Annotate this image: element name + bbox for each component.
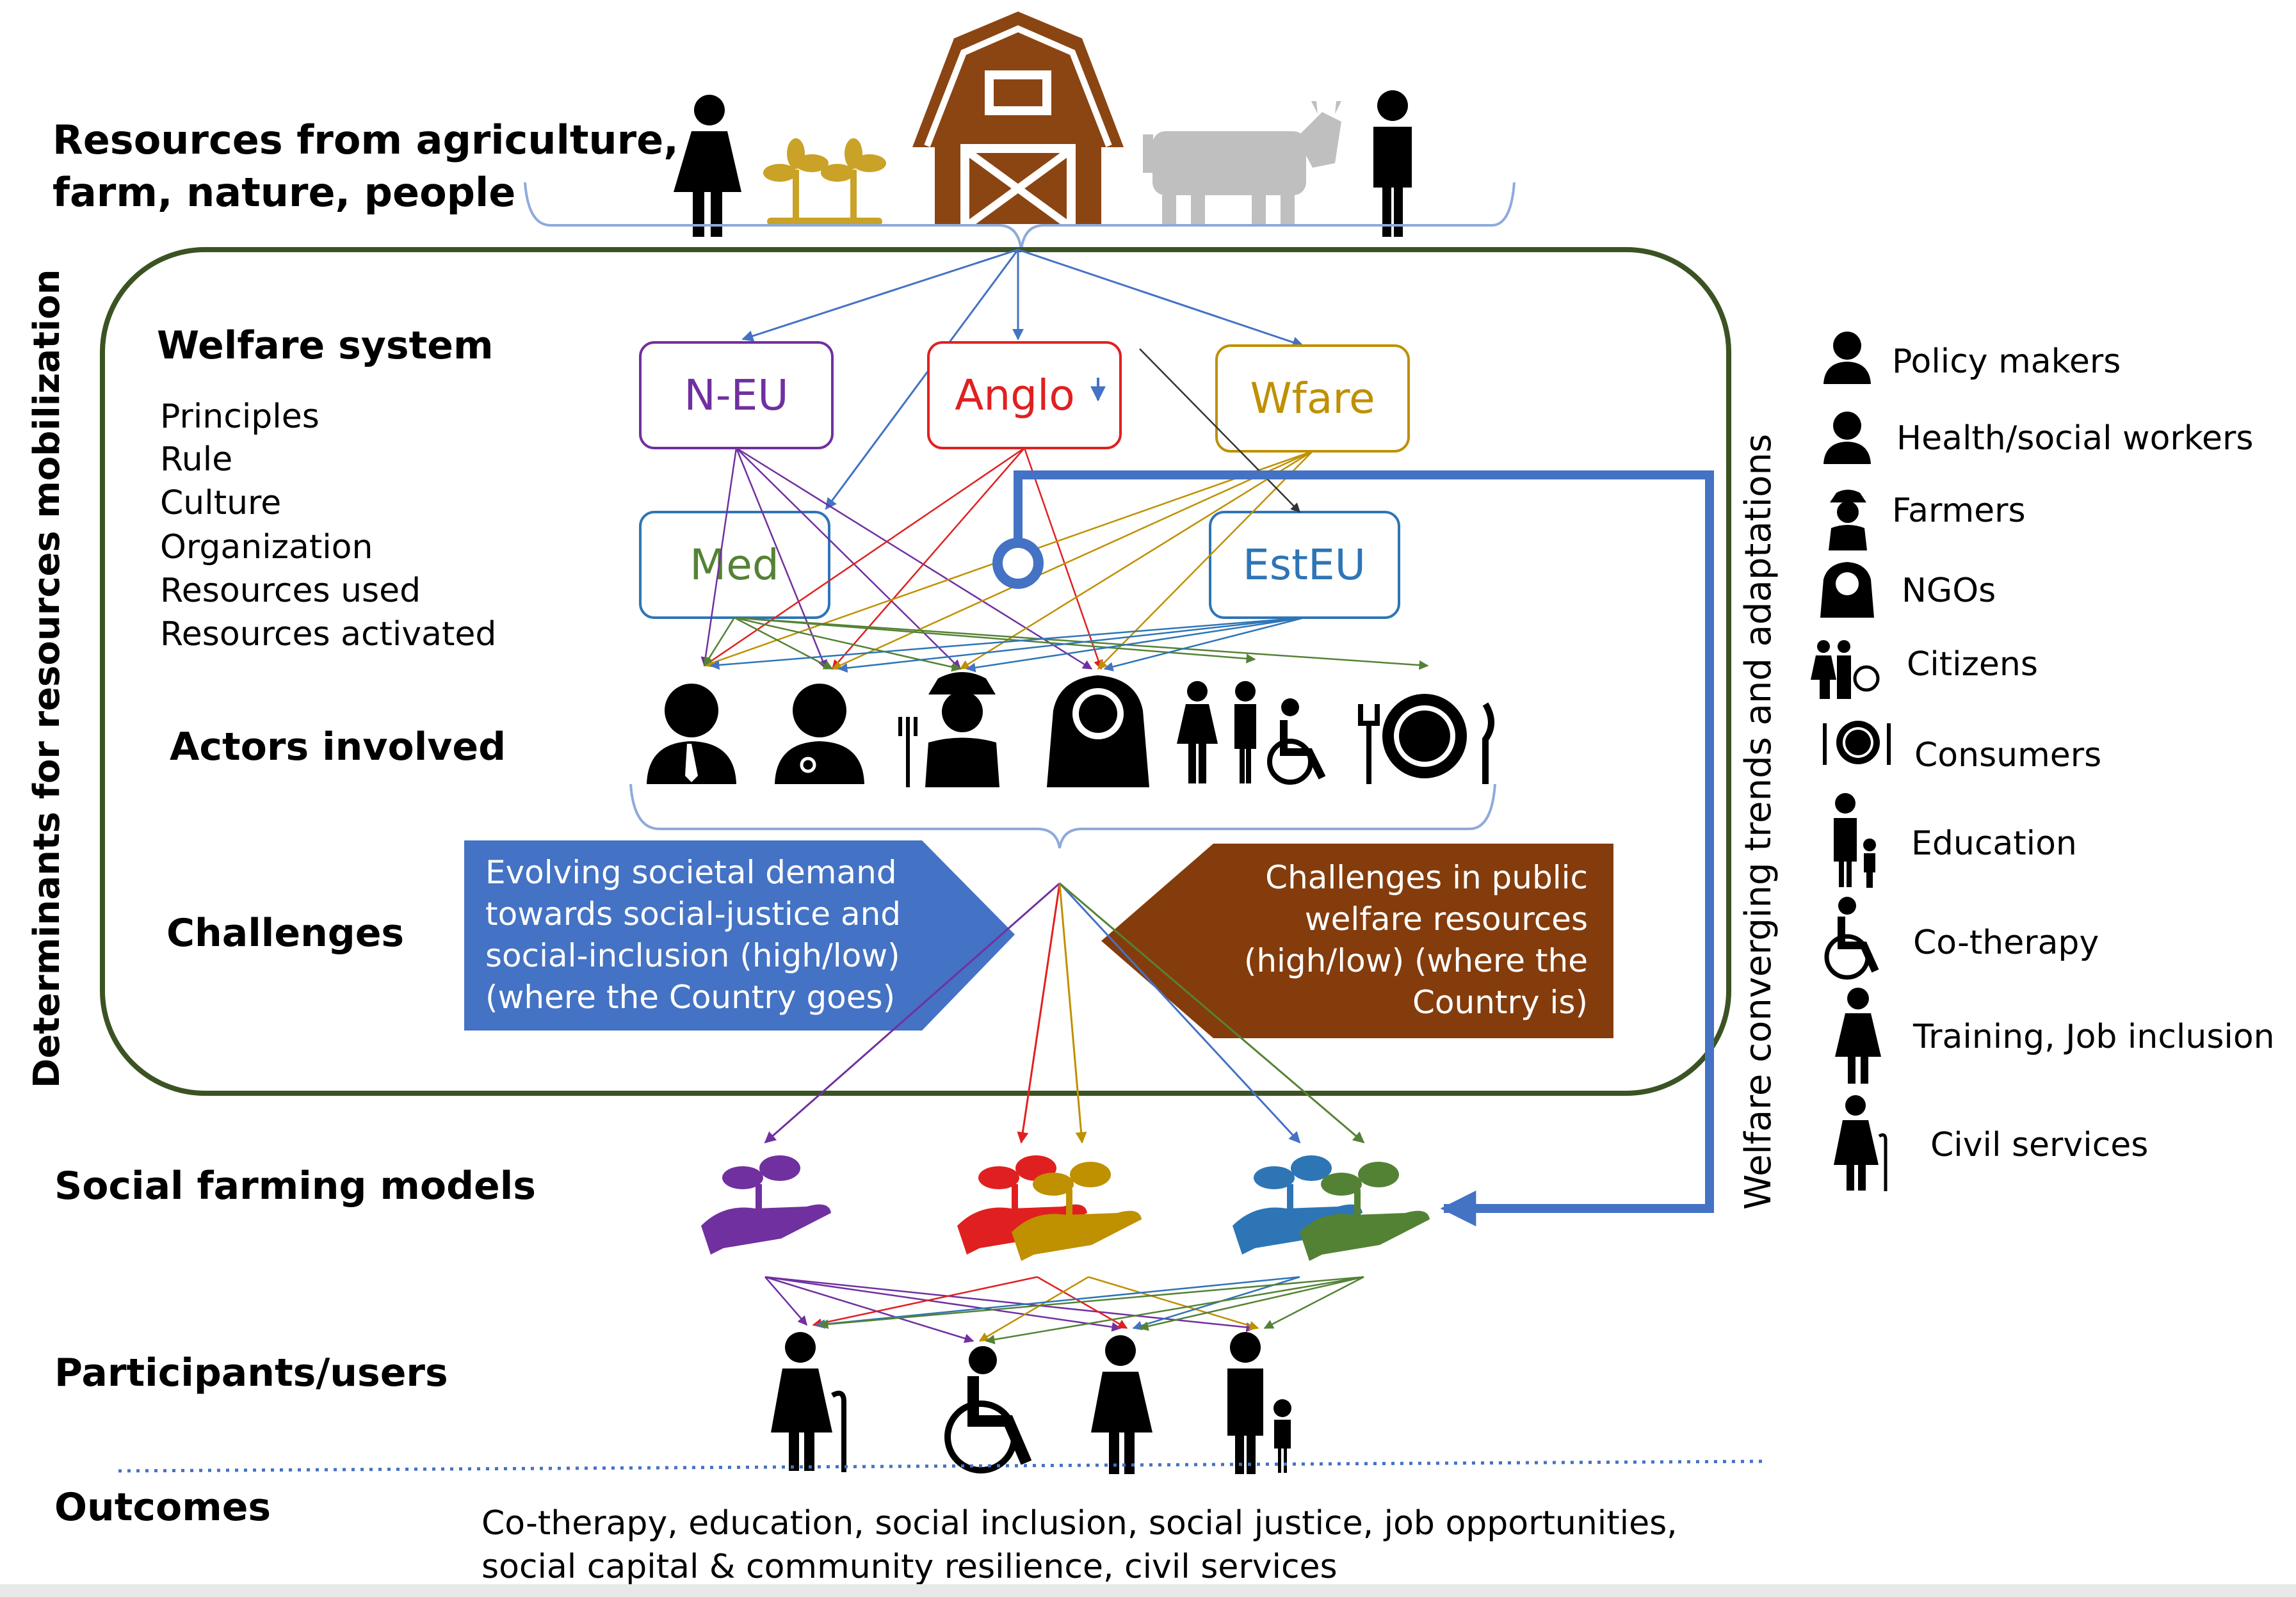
- challenge-right-line: welfare resources: [1305, 901, 1588, 938]
- right-vertical-label: Welfare converging trends and adaptation…: [1738, 434, 1779, 1210]
- cow-icon: [1143, 101, 1341, 224]
- welfare-item: Culture: [160, 484, 281, 522]
- resource-arrows: [741, 248, 1304, 510]
- welfare-frame: [100, 247, 1731, 1096]
- farmer-icon: [1829, 490, 1867, 550]
- legend-item-farmers: Farmers: [1829, 490, 2026, 550]
- welfare-type-label: EstEU: [1243, 540, 1366, 590]
- welfare-type-label: Anglo: [955, 371, 1075, 420]
- resources-title: Resources from agriculture,: [53, 116, 679, 163]
- legend-label: Co-therapy: [1913, 924, 2099, 962]
- legend-label: Health/social workers: [1896, 419, 2254, 458]
- elderly-woman-icon: [771, 1332, 846, 1472]
- actors-title: Actors involved: [170, 725, 506, 769]
- legend-item-civil-services: Civil services: [1834, 1095, 2148, 1191]
- legend-item-education: Education: [1834, 793, 2077, 888]
- policy-maker-icon: [647, 684, 736, 784]
- legend-label: NGOs: [1902, 572, 1996, 610]
- farmer-icon: [898, 672, 999, 787]
- challenge-to-model-arrows: [764, 882, 1365, 1144]
- legend-label: Farmers: [1892, 492, 2026, 530]
- legend-item-health-workers: Health/social workers: [1823, 412, 2254, 464]
- parent-child-icon: [1834, 793, 1876, 888]
- challenge-left-arrow: Evolving societal demand towards social-…: [464, 840, 1015, 1031]
- outcomes-line: social capital & community resilience, c…: [481, 1548, 1338, 1586]
- legend-item-training: Training, Job inclusion: [1835, 988, 2275, 1084]
- legend-label: Education: [1911, 824, 2077, 863]
- woman-icon: [1835, 988, 1881, 1084]
- woman-icon: [674, 95, 741, 237]
- legend-item-policy-makers: Policy makers: [1823, 332, 2121, 384]
- health-worker-icon: [1823, 412, 1871, 464]
- elderly-woman-icon: [1834, 1095, 1888, 1191]
- welfare-type-wfare[interactable]: Wfare: [1215, 344, 1410, 453]
- legend-label: Training, Job inclusion: [1912, 1018, 2275, 1056]
- barn-icon: [912, 12, 1124, 227]
- welfare-type-label: N-EU: [684, 371, 788, 420]
- legend-item-co-therapy: Co-therapy: [1824, 897, 2099, 980]
- challenge-right-line: Challenges in public: [1265, 859, 1588, 896]
- challenge-right-line: (high/low) (where the: [1244, 942, 1588, 979]
- ngo-icon: [1047, 675, 1149, 787]
- challenge-right-arrow: Challenges in public welfare resources (…: [1101, 844, 1613, 1038]
- outcomes-line: Co-therapy, education, social inclusion,…: [481, 1504, 1678, 1543]
- legend-label: Policy makers: [1892, 342, 2121, 381]
- challenge-left-line: towards social-justice and: [485, 895, 901, 933]
- legend-label: Consumers: [1914, 736, 2101, 774]
- legend: Policy makers Health/social workers Farm…: [1811, 332, 2275, 1191]
- ngo-icon: [1820, 562, 1874, 618]
- welfare-item: Rule: [160, 440, 232, 479]
- models-title: Social farming models: [54, 1164, 536, 1208]
- bottom-strip: [0, 1584, 2296, 1597]
- citizens-icon: [1177, 681, 1326, 785]
- welfare-type-med[interactable]: Med: [639, 511, 830, 619]
- legend-item-consumers: Consumers: [1823, 721, 2101, 774]
- red-gold-hand-plant-icon: [957, 1155, 1142, 1261]
- welfare-type-n-eu[interactable]: N-EU: [639, 341, 834, 449]
- welfare-item: Resources activated: [160, 615, 496, 654]
- purple-hand-plant-icon: [701, 1155, 831, 1255]
- policy-maker-icon: [1823, 332, 1871, 384]
- man-icon: [1373, 90, 1412, 237]
- plants-icon: [763, 138, 886, 225]
- legend-item-citizens: Citizens: [1811, 640, 2038, 699]
- challenge-left-line: Evolving societal demand: [485, 854, 897, 891]
- legend-item-ngos: NGOs: [1820, 562, 1996, 618]
- welfare-item: Resources used: [160, 572, 421, 610]
- feedback-loop: [992, 470, 1714, 1226]
- health-worker-icon: [775, 684, 864, 784]
- outcomes-separator: [118, 1459, 1768, 1473]
- resources-title-line2: farm, nature, people: [53, 169, 515, 216]
- actors-bracket: [629, 783, 1496, 849]
- blue-green-hand-plant-icon: [1233, 1155, 1430, 1261]
- consumer-icon: [1358, 694, 1494, 784]
- welfare-type-label: Med: [690, 540, 779, 590]
- wheelchair-icon: [944, 1346, 1032, 1473]
- welfare-type-esteu[interactable]: EstEU: [1209, 511, 1400, 619]
- wheelchair-icon: [1824, 897, 1879, 980]
- challenge-left-line: social-inclusion (high/low): [485, 937, 900, 974]
- model-to-participant-arrows: [764, 1276, 1364, 1345]
- welfare-system-title: Welfare system: [157, 323, 494, 368]
- challenge-left-line: (where the Country goes): [485, 979, 895, 1016]
- welfare-items: Principles Rule Culture Organization Res…: [160, 397, 496, 654]
- legend-label: Civil services: [1930, 1126, 2148, 1164]
- consumer-icon: [1823, 721, 1891, 765]
- welfare-item: Principles: [160, 397, 319, 436]
- parent-child-icon: [1227, 1332, 1291, 1474]
- outcomes-title: Outcomes: [54, 1485, 271, 1530]
- welfare-type-label: Wfare: [1250, 374, 1375, 423]
- challenge-right-line: Country is): [1412, 984, 1588, 1021]
- participants-title: Participants/users: [54, 1351, 448, 1395]
- left-vertical-label: Determinants for resources mobilization: [26, 269, 68, 1088]
- citizens-icon: [1811, 640, 1880, 699]
- welfare-type-anglo[interactable]: Anglo: [927, 341, 1122, 449]
- welfare-item: Organization: [160, 528, 373, 566]
- challenges-title: Challenges: [166, 911, 404, 956]
- legend-label: Citizens: [1907, 645, 2038, 684]
- woman-icon: [1091, 1335, 1152, 1474]
